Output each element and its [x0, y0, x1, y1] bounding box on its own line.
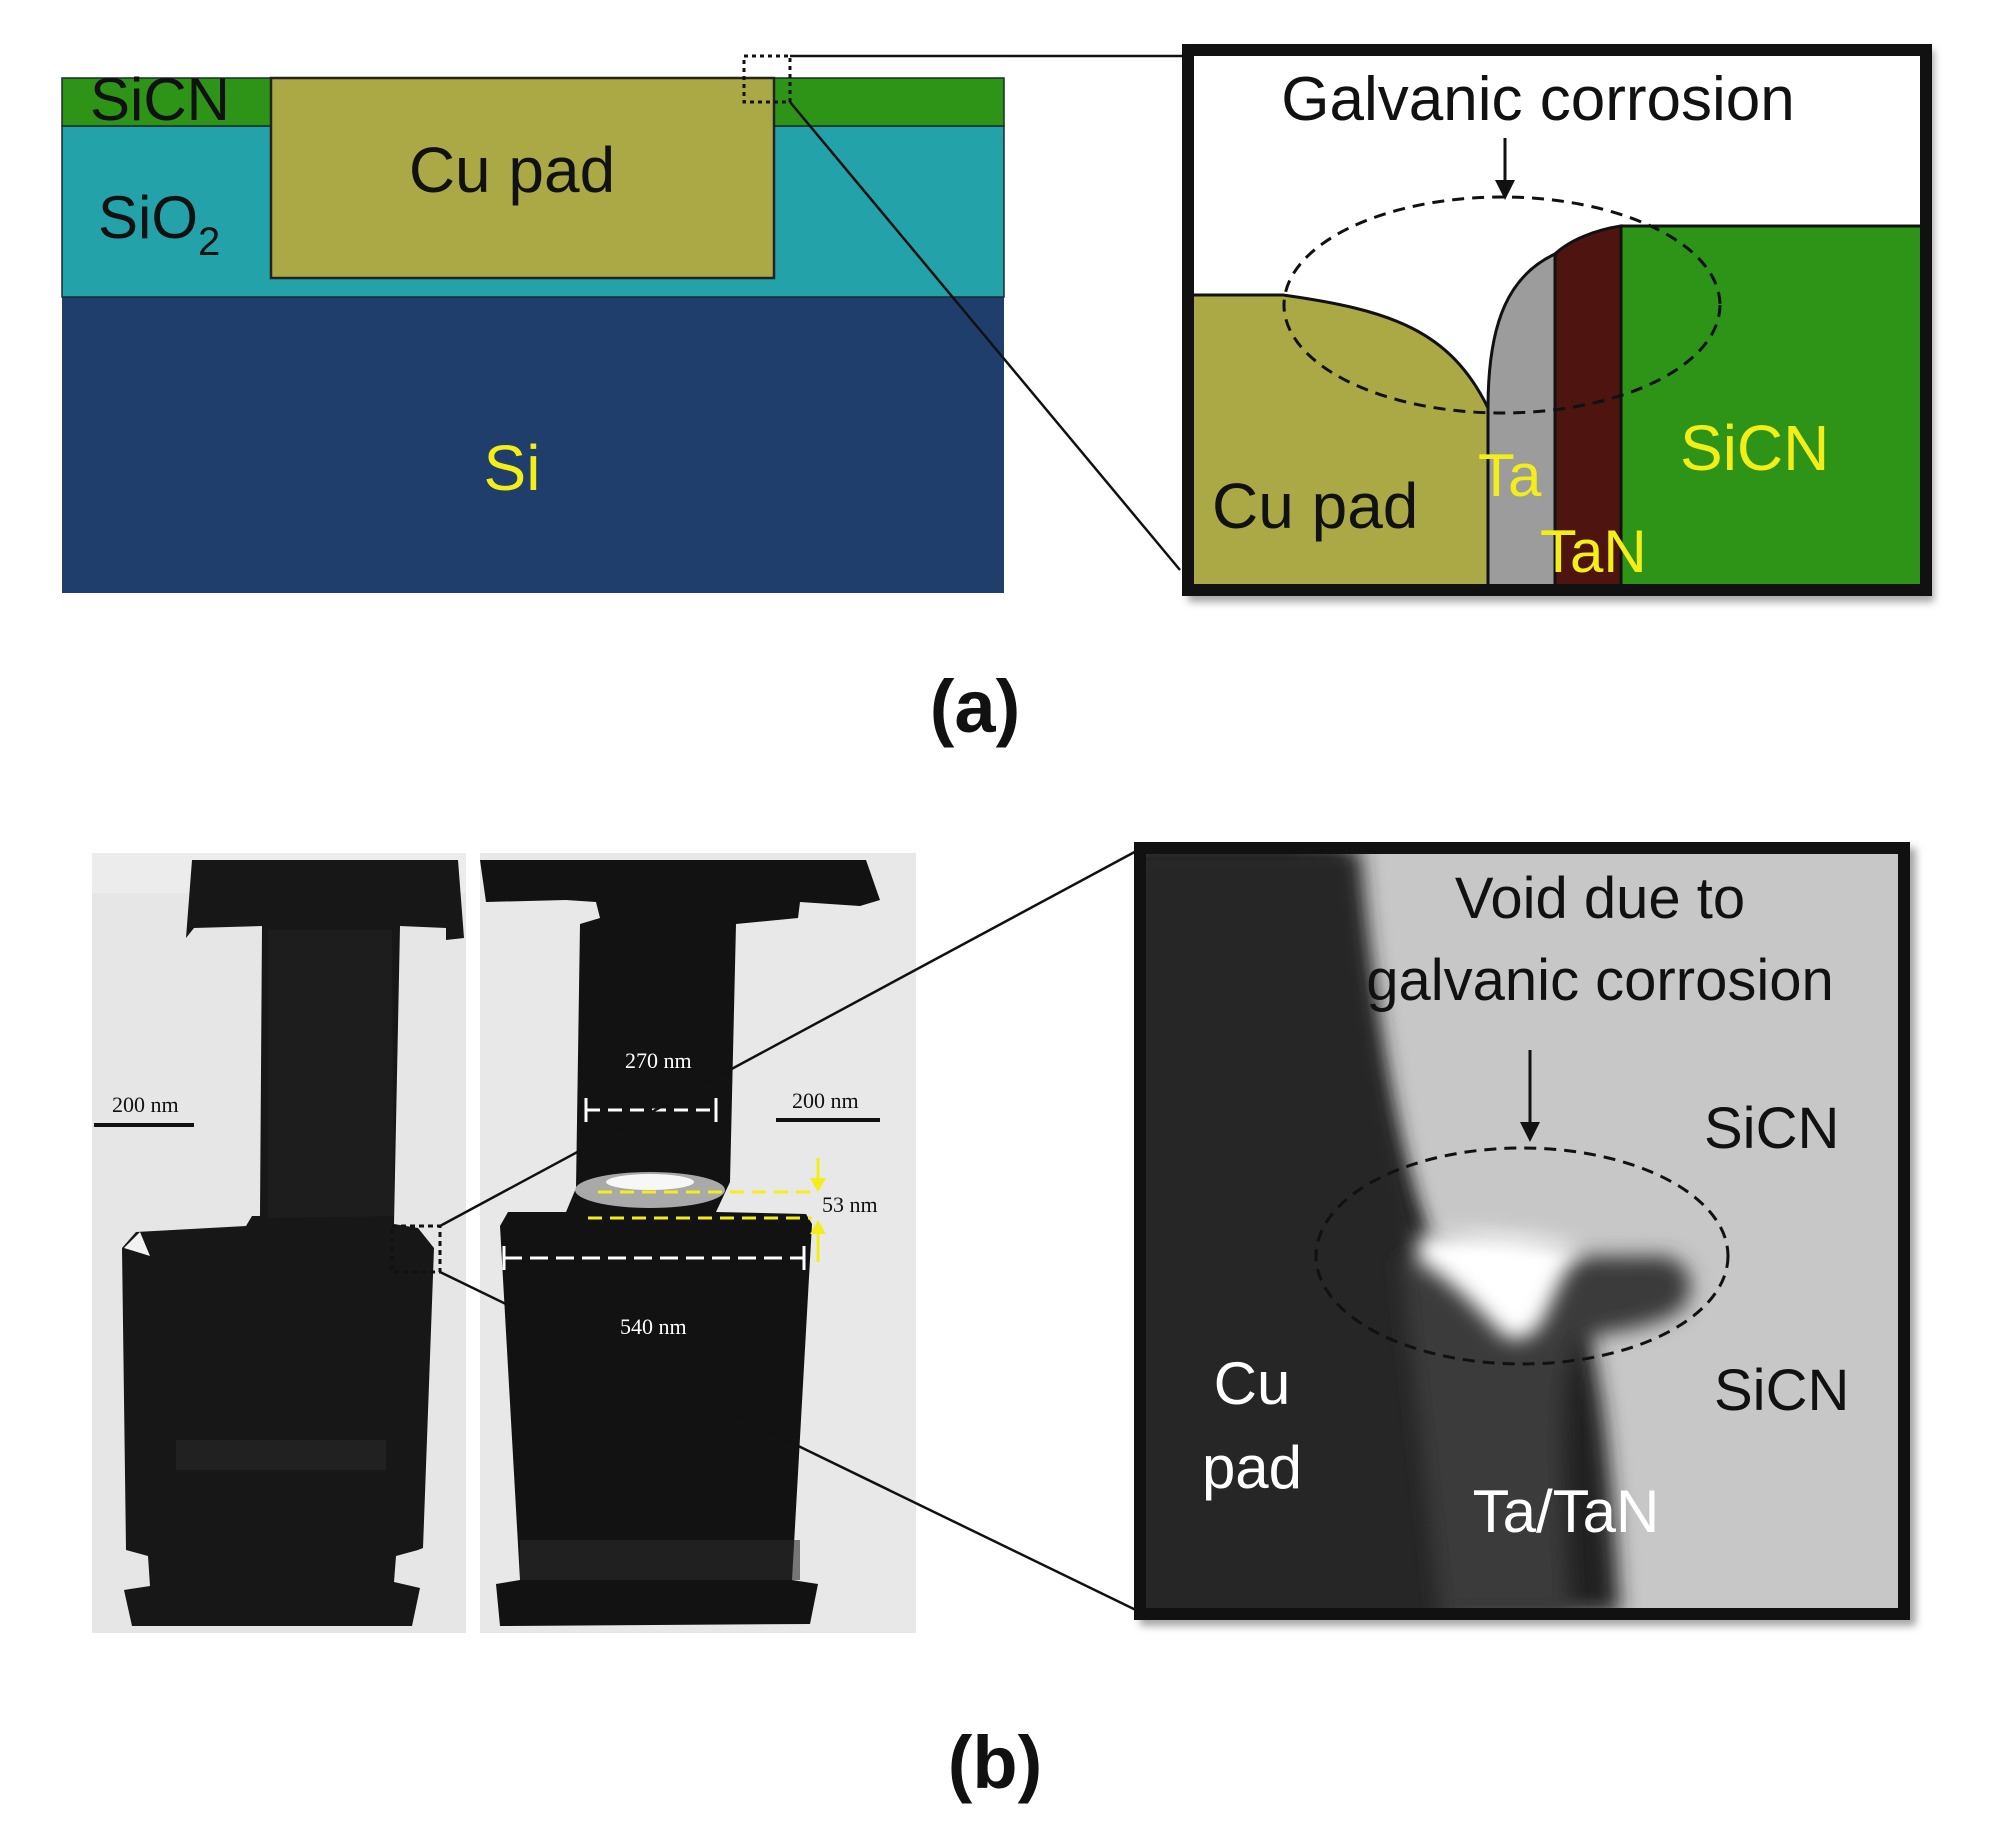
- sicn-top-label: SiCN: [1704, 1096, 1839, 1161]
- ta-label: Ta: [1478, 442, 1542, 509]
- cu-label: Cu: [1214, 1350, 1291, 1417]
- dim-label-540: 540 nm: [620, 1314, 687, 1339]
- cu-pad-label: Cu pad: [409, 134, 615, 206]
- panel-b-label: (b): [948, 1721, 1043, 1804]
- sio2-subscript: 2: [198, 220, 220, 264]
- void-title-line1: Void due to: [1455, 866, 1745, 931]
- zoom-marker-a: [742, 54, 792, 104]
- dim-label-270: 270 nm: [625, 1048, 692, 1073]
- corrosion-ellipse-b: [1314, 1146, 1730, 1366]
- panel-a-label: (a): [930, 665, 1020, 748]
- sicn-label: SiCN: [90, 66, 230, 133]
- scale-label-right: 200 nm: [792, 1088, 859, 1113]
- galvanic-corrosion-label: Galvanic corrosion: [1281, 65, 1794, 134]
- tem-image-left: 200 nm: [92, 853, 466, 1633]
- pad-label: pad: [1202, 1434, 1302, 1501]
- zoom-marker-b: [390, 1224, 442, 1274]
- zoom-line-a-bottom: [789, 101, 1181, 571]
- sicn-bottom-label: SiCN: [1714, 1358, 1849, 1423]
- tem-image-right: 200 nm 270 nm 53 nm 540 nm: [480, 853, 916, 1633]
- inset-sicn-label: SiCN: [1680, 412, 1829, 484]
- scale-label-left: 200 nm: [112, 1092, 179, 1117]
- sio2-label: SiO2: [98, 184, 220, 264]
- inset-sicn: [1619, 224, 1926, 590]
- zoom-line-b-top: [439, 846, 1143, 1228]
- panel-a-cross-section: SiCN SiO2 Cu pad Si: [61, 54, 1190, 593]
- zoom-line-b-bottom: [439, 1270, 1141, 1614]
- si-label: Si: [484, 432, 541, 504]
- inset-cu-pad-label: Cu pad: [1212, 470, 1418, 542]
- ta-tan-label: Ta/TaN: [1473, 1478, 1660, 1545]
- corrosion-ellipse-a: [1282, 195, 1722, 415]
- panel-b-inset: Void due to galvanic corrosion SiCN SiCN…: [1134, 842, 1910, 1620]
- tan-label: TaN: [1540, 518, 1647, 585]
- dim-label-53: 53 nm: [822, 1192, 878, 1217]
- void-region: [1418, 1232, 1585, 1340]
- si-layer: [62, 297, 1004, 593]
- panel-a-inset: Galvanic corrosion Cu pad Ta TaN SiCN: [1182, 44, 1932, 596]
- void-title-line2: galvanic corrosion: [1366, 948, 1833, 1013]
- cu-pad-block: [269, 76, 776, 280]
